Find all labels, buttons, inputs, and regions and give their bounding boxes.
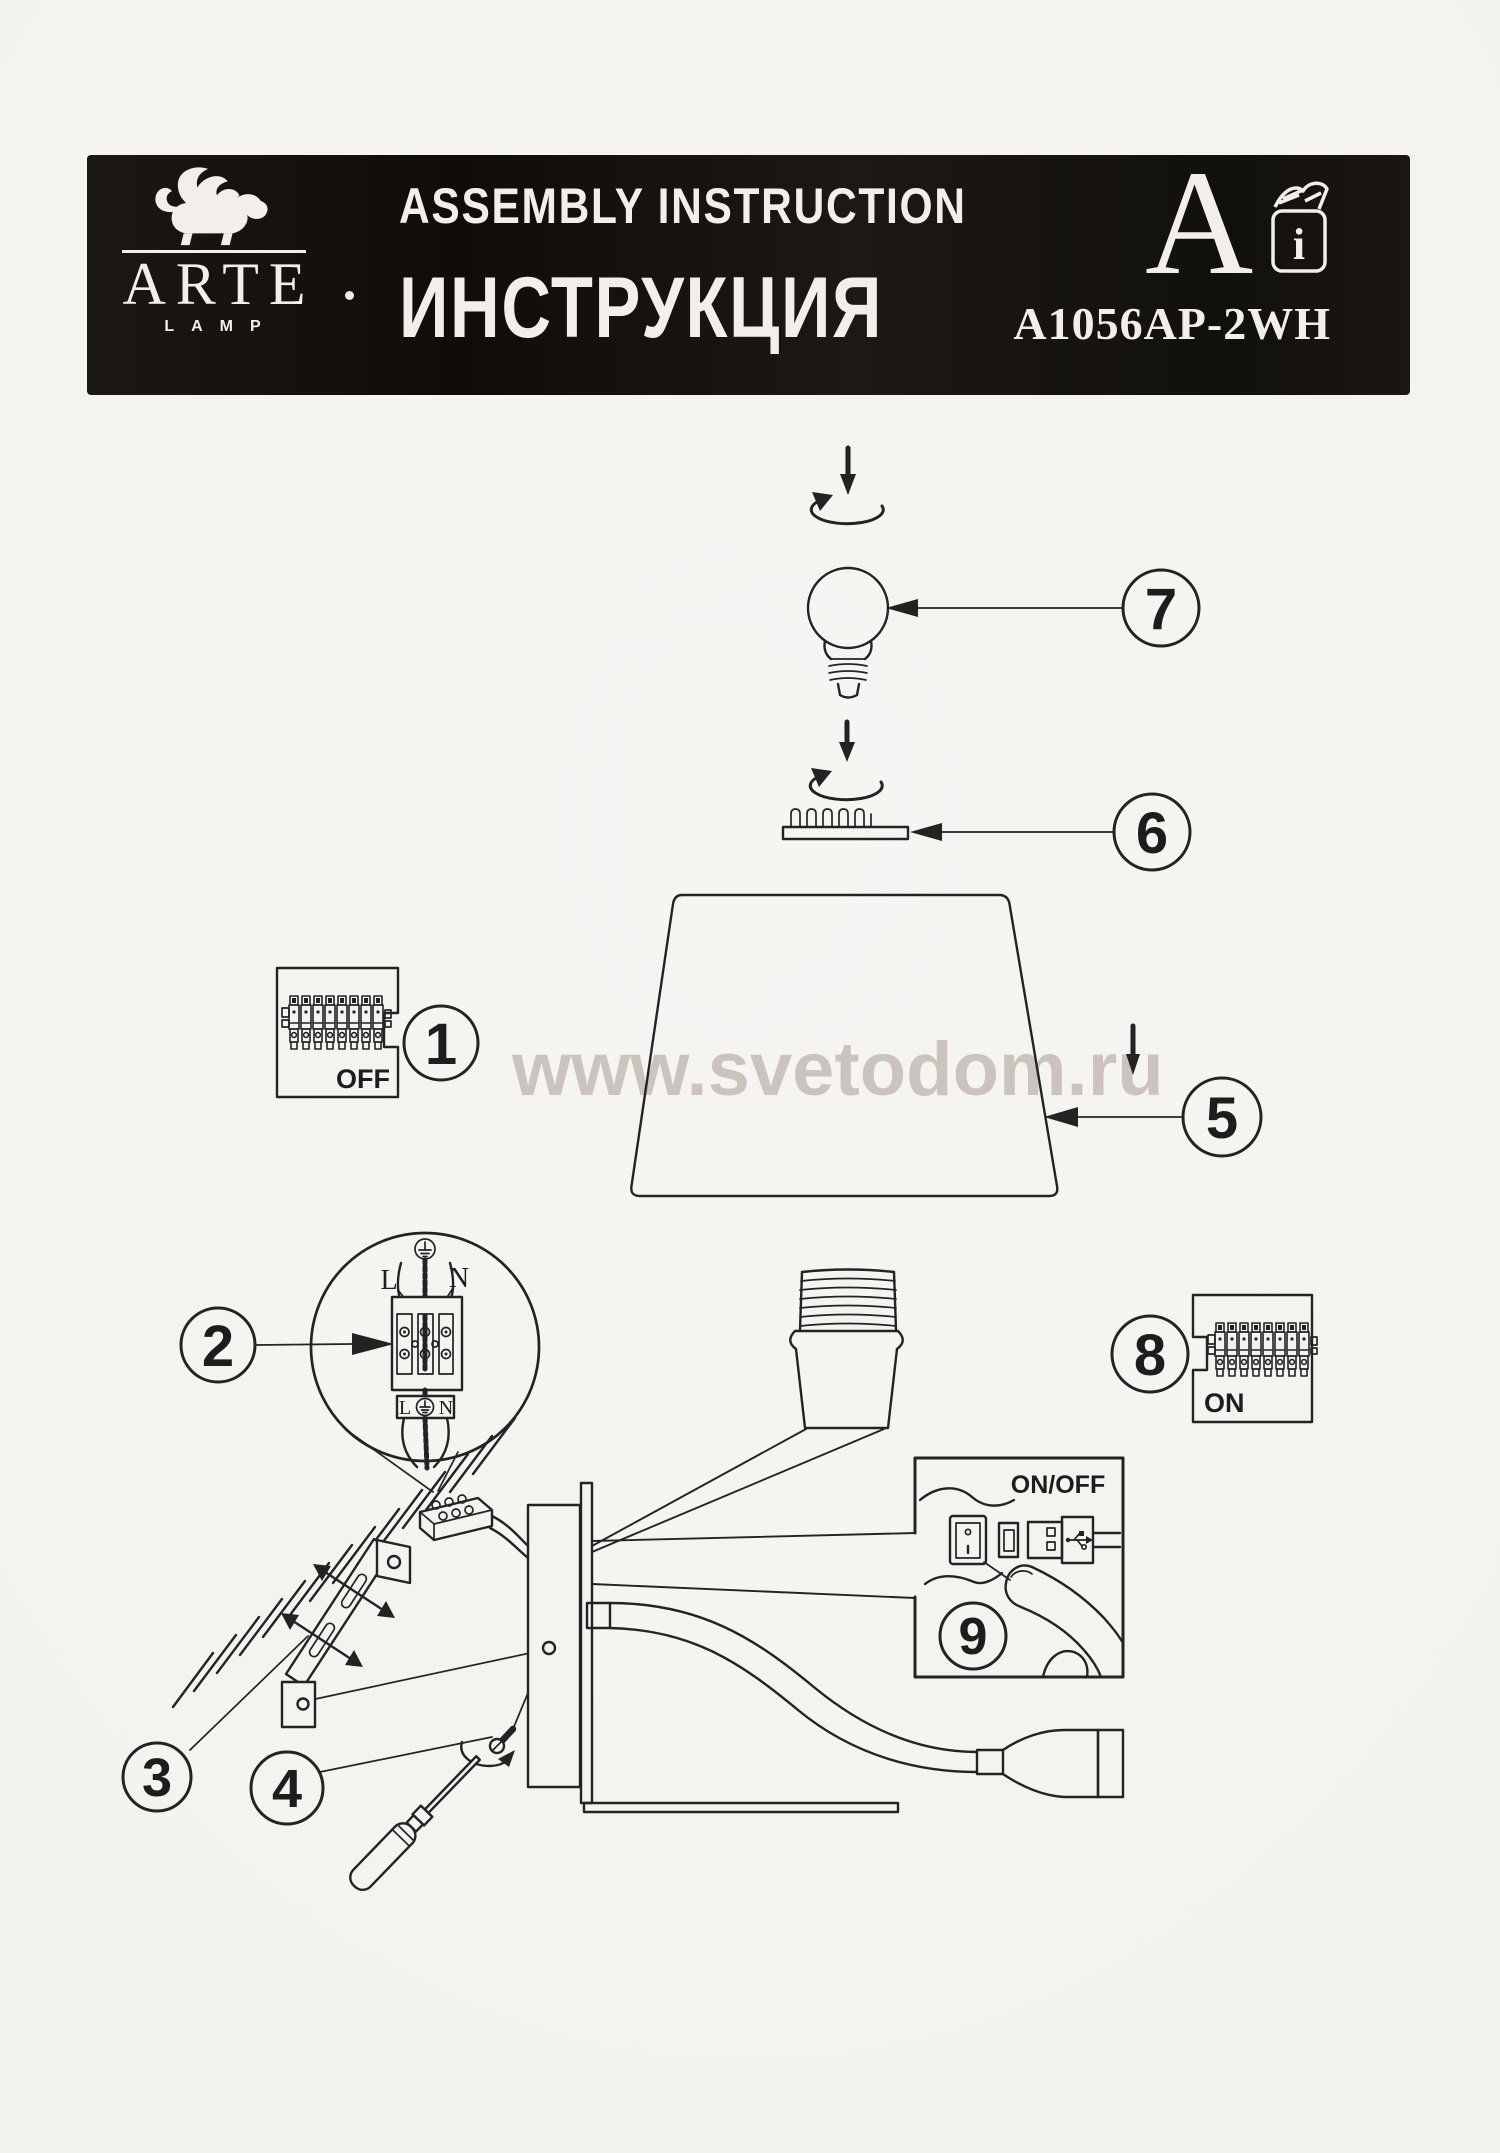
bracket-hole — [296, 1697, 310, 1711]
screw-direction-arrows — [281, 1564, 395, 1667]
down-arrow-icon — [840, 474, 856, 495]
step-circle-3 — [121, 1741, 193, 1813]
step-8-power-on: ON 8 — [1110, 1293, 1317, 1424]
instruction-booklet-icon: i — [1265, 177, 1335, 286]
title-russian: ИНСТРУКЦИЯ — [399, 260, 884, 356]
earth-ground-icon — [414, 1238, 436, 1260]
bracket-hole — [386, 1554, 402, 1570]
brand-sub: LAMP — [164, 318, 278, 335]
step-number-4: 4 — [272, 1759, 302, 1819]
off-label: OFF — [336, 1064, 390, 1094]
step-number-6: 6 — [1136, 801, 1168, 866]
rotate-arrow-icon — [808, 773, 884, 802]
cover-plate-edge — [579, 1481, 594, 1805]
step-7-bulb: 7 — [806, 445, 1201, 699]
step-circle-8 — [1110, 1314, 1190, 1394]
terminal-block — [418, 1494, 494, 1542]
terminal-live-label: L — [399, 1397, 411, 1419]
bracket-top-tab — [375, 1538, 412, 1585]
wire-live-label: L — [380, 1265, 397, 1296]
step-number-7: 7 — [1145, 577, 1177, 642]
down-arrow-icon — [839, 742, 855, 762]
usb-female-connector — [975, 1728, 1125, 1799]
gooseneck-cable — [608, 1601, 979, 1754]
shade-ring-icon — [781, 808, 910, 841]
watermark: www.svetodom.ru — [512, 1027, 1164, 1112]
step-circle-4 — [249, 1750, 325, 1826]
pointing-finger-icon — [1004, 1564, 1125, 1679]
step-5-lampshade: 5 — [630, 893, 1263, 1198]
terminal-neutral-label: N — [439, 1397, 453, 1419]
rotate-arrow-icon — [460, 1740, 510, 1768]
step-number-8: 8 — [1134, 1323, 1166, 1388]
light-bulb-icon — [806, 566, 890, 699]
down-arrow-icon — [1126, 1054, 1140, 1075]
base-edge — [582, 1801, 900, 1814]
on-off-label: ON/OFF — [1011, 1471, 1105, 1499]
step-circle-9 — [938, 1601, 1008, 1671]
brand-name: ARTE — [122, 251, 316, 317]
cable-sleeve — [585, 1601, 612, 1630]
wall-hatching — [171, 1416, 517, 1709]
logo-rule — [122, 250, 306, 253]
step-number-9: 9 — [959, 1608, 988, 1666]
rocker-switch-icon — [948, 1514, 988, 1566]
lampshade — [630, 893, 1059, 1198]
booklet-i-glyph: i — [1293, 220, 1305, 269]
usb-plug-icon — [1026, 1515, 1122, 1565]
alignment-line — [305, 1649, 545, 1702]
step-1-power-off: OFF 1 — [275, 966, 480, 1099]
step-3-bracket: 3 — [121, 1537, 412, 1813]
screw-icon — [488, 1725, 517, 1755]
lamp-socket — [789, 1268, 904, 1430]
step-circle-6 — [1112, 792, 1192, 872]
brand-logo: ARTE LAMP — [109, 161, 319, 336]
step-circle-1 — [402, 1004, 480, 1082]
step-circle-5 — [1181, 1076, 1263, 1158]
separator-dot — [345, 291, 354, 300]
earth-ground-icon — [415, 1397, 435, 1417]
step-number-2: 2 — [202, 1314, 234, 1379]
screwdriver-icon — [349, 1755, 481, 1892]
step-number-3: 3 — [142, 1748, 172, 1808]
rotate-arrow-icon — [809, 497, 885, 526]
header-titles: ASSEMBLY INSTRUCTION ИНСТРУКЦИЯ — [399, 177, 1039, 358]
exploded-lines — [591, 1428, 916, 1599]
header-banner: ARTE LAMP ASSEMBLY INSTRUCTION ИНСТРУКЦИ… — [87, 144, 1410, 395]
step-number-5: 5 — [1206, 1086, 1238, 1151]
step-2-wiring: 2 L N — [179, 1231, 541, 1493]
model-number: A1056AP-2WH — [1013, 298, 1331, 349]
lamp-wires — [488, 1514, 530, 1560]
step-6-shade-ring: 6 — [781, 719, 1192, 872]
winged-lion-icon — [155, 167, 268, 246]
step-9-switch-inset: ON/OFF — [913, 1456, 1125, 1679]
title-english: ASSEMBLY INSTRUCTION — [399, 178, 967, 234]
on-label: ON — [1204, 1388, 1245, 1418]
break-line — [918, 1487, 1016, 1507]
revision-letter: A — [1145, 140, 1254, 306]
step-4-screw: 4 — [249, 1725, 517, 1892]
wall-lamp-body — [305, 1268, 1125, 1814]
step-number-1: 1 — [425, 1012, 457, 1077]
break-line — [923, 1571, 1004, 1586]
usb-port-icon — [997, 1521, 1020, 1559]
plate-screw-hole — [541, 1640, 557, 1656]
step-circle-7 — [1121, 568, 1201, 648]
